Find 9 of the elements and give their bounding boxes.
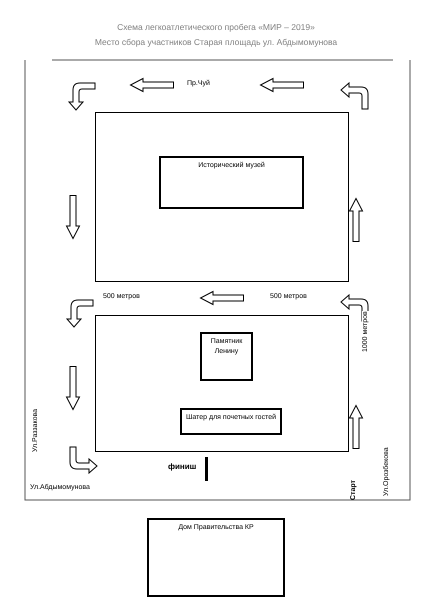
place-box xyxy=(147,518,285,597)
subtitle: Место сбора участников Старая площадь ул. Абдымомунова xyxy=(94,37,338,47)
city-block xyxy=(95,315,349,452)
place-box xyxy=(180,408,282,435)
map-label: финиш xyxy=(168,462,196,471)
place-box xyxy=(200,332,253,381)
title: Схема легкоатлетического пробега «МИР – 2019» xyxy=(116,22,316,32)
place-box xyxy=(159,156,304,209)
city-block xyxy=(95,112,349,282)
